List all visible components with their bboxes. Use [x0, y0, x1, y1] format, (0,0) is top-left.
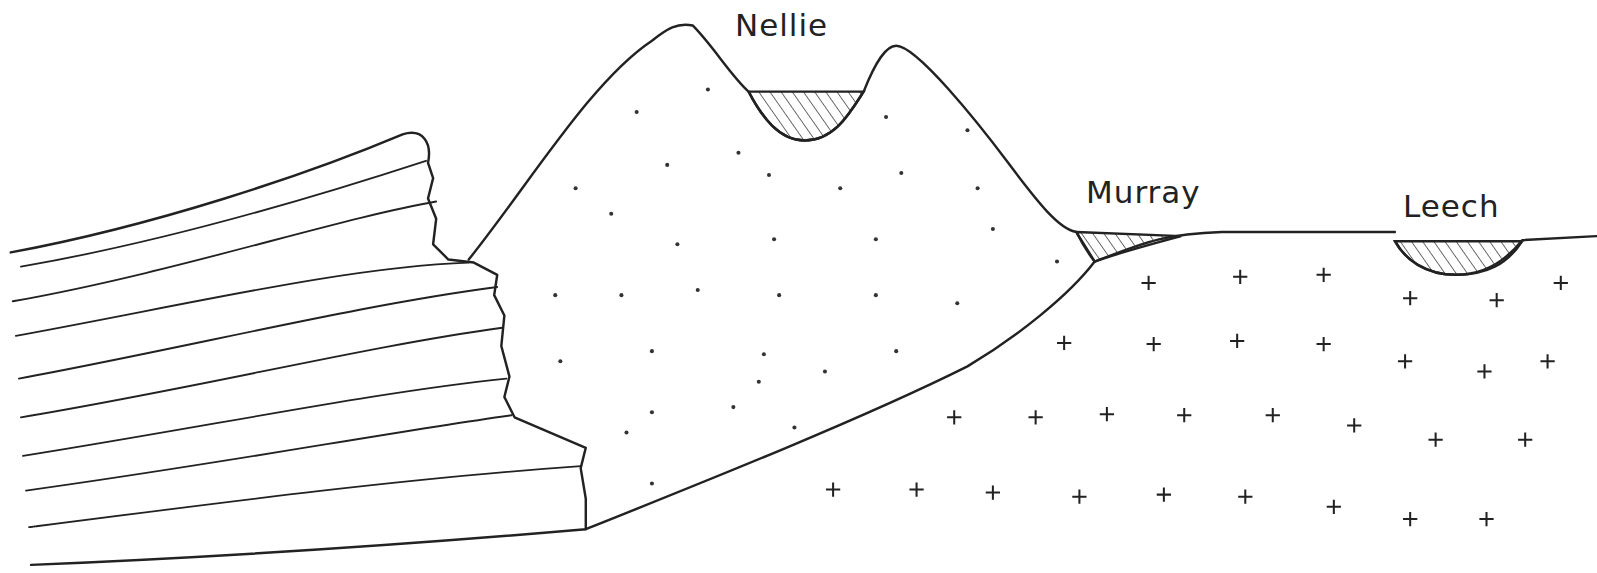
- volcanic-dots: [553, 88, 1059, 486]
- lake-sediment: [749, 92, 864, 141]
- lake-sediment: [1076, 232, 1181, 262]
- strata-lines: [13, 161, 581, 527]
- granite-pluses: [826, 268, 1568, 527]
- strata-block: [11, 133, 586, 565]
- lake-name: Murray: [1086, 177, 1201, 208]
- lake-sediment: [1395, 241, 1522, 275]
- lake-name: Nellie: [735, 10, 828, 41]
- lake-name: Leech: [1403, 191, 1500, 222]
- volcano-outline: [469, 25, 1095, 262]
